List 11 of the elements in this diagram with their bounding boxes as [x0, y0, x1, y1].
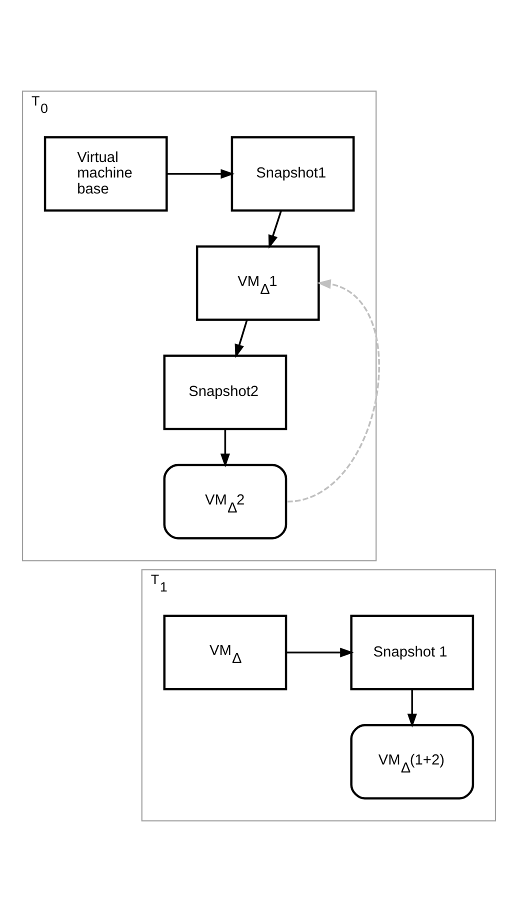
arrow: [234, 320, 248, 358]
node-box: Snapshot2: [162, 354, 287, 430]
arrow: [268, 210, 282, 249]
arrow: [220, 429, 230, 468]
arrow: [406, 689, 416, 728]
arrow: [286, 279, 380, 502]
arrow: [286, 648, 354, 658]
node-box: Snapshot 1: [350, 614, 474, 690]
node-box: Snapshot1: [230, 136, 354, 212]
arrow: [166, 169, 234, 179]
node-box: Virtual machine base: [43, 136, 168, 212]
